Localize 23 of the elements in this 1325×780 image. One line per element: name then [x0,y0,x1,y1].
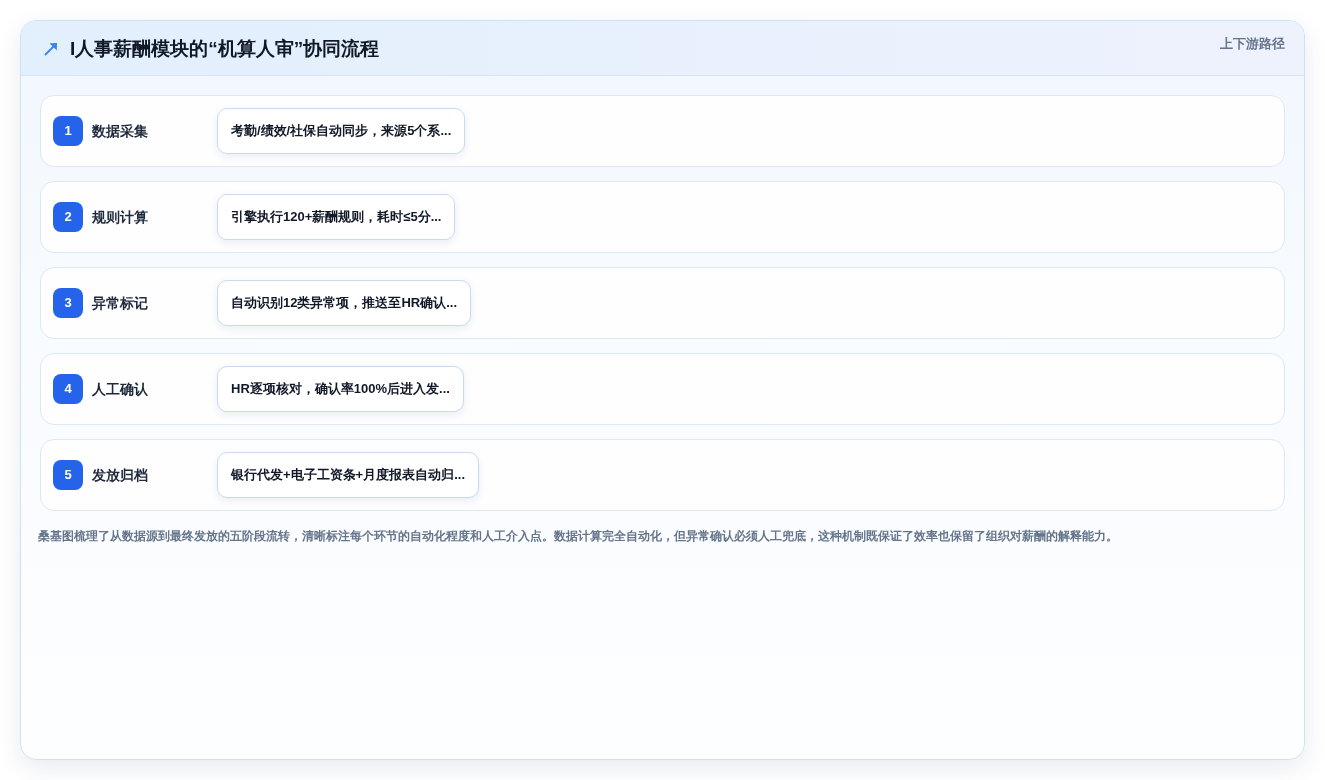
stage-name: 规则计算 [92,208,148,227]
stage-name: 异常标记 [92,294,148,313]
stage-row [40,267,1285,339]
description-tag: 自动识别12类异常项，推送至HR确认... [217,280,472,326]
number-badge: 1 [53,116,83,146]
number-badge: 5 [53,460,83,490]
diagram-title: I人事薪酬模块的“机算人审”协同流程 [70,37,380,61]
caption: 桑基图梳理了从数据源到最终发放的五阶段流转，清晰标注每个环节的自动化程度和人工介入点。数据计算完全自动化，但异常确认必须人工兜底，这种机制既保证了效率也保留了组织对薪酬的解释能力。 [38,528,1118,544]
stage-name: 数据采集 [92,122,148,141]
description-tag: 考勤/绩效/社保自动同步，来源5个系... [217,108,466,154]
stage-row [40,353,1285,425]
number-badge: 3 [53,288,83,318]
stage-name: 人工确认 [92,380,148,399]
stage-name: 发放归档 [92,466,148,485]
header-label: 上下游路径 [1220,36,1285,52]
description-tag: HR逐项核对，确认率100%后进入发... [217,366,464,412]
description-tag: 银行代发+电子工资条+月度报表自动归... [217,452,480,498]
stage-row [40,181,1285,253]
number-badge: 2 [53,202,83,232]
number-badge: 4 [53,374,83,404]
stage-row [40,95,1285,167]
description-tag: 引擎执行120+薪酬规则，耗时≤5分... [217,194,456,240]
stage-row [40,439,1285,511]
